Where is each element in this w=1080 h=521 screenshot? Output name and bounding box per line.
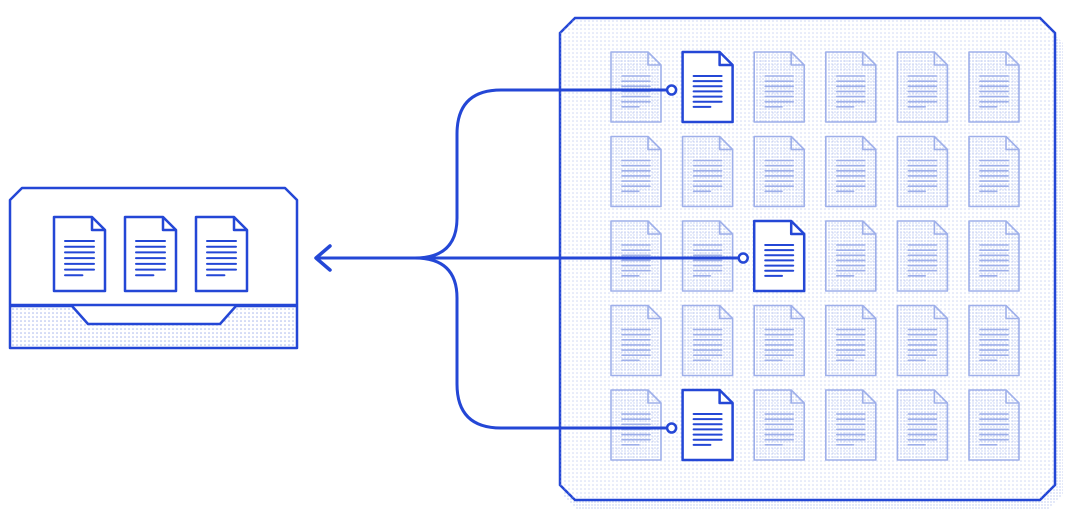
document-icon (896, 304, 949, 377)
document-icon (52, 215, 107, 293)
document-icon (968, 389, 1020, 461)
document-icon (825, 220, 877, 292)
document-icon (610, 304, 662, 377)
document-icon (825, 51, 877, 123)
document-icon (968, 220, 1020, 292)
document-icon (825, 135, 877, 208)
connector-dot-icon (737, 252, 749, 264)
connector-line (413, 88, 674, 260)
document-icon (681, 135, 734, 208)
document-icon (610, 135, 662, 208)
document-icon (610, 51, 662, 123)
document-icon (896, 389, 949, 461)
document-icon (681, 304, 734, 377)
document-icon (896, 51, 949, 123)
inbox-tray (8, 186, 299, 350)
selection-connectors (315, 50, 806, 462)
document-icon (681, 220, 734, 292)
connector-line (413, 256, 674, 430)
tray-documents (52, 215, 249, 293)
document-icon (896, 220, 949, 292)
arrow-left-icon (314, 244, 332, 272)
selected-document-icon (752, 219, 806, 293)
document-icon (123, 215, 178, 293)
document-icon (610, 389, 662, 461)
document-icon (753, 389, 805, 461)
selected-document-icon (681, 50, 734, 124)
document-icon (194, 215, 249, 293)
document-icon (968, 304, 1020, 377)
document-icon (610, 220, 662, 292)
document-icon (968, 135, 1020, 208)
document-grid (610, 51, 1020, 461)
document-icon (753, 304, 805, 377)
document-icon (825, 389, 877, 461)
document-repository (558, 16, 1063, 510)
selected-document-icon (681, 388, 734, 462)
document-icon (968, 51, 1020, 123)
document-icon (825, 304, 877, 377)
document-icon (896, 135, 949, 208)
connector-dot-icon (665, 84, 678, 96)
connector-dot-icon (665, 422, 678, 434)
document-icon (753, 135, 805, 208)
tray-front (8, 304, 299, 350)
document-icon (753, 51, 805, 123)
